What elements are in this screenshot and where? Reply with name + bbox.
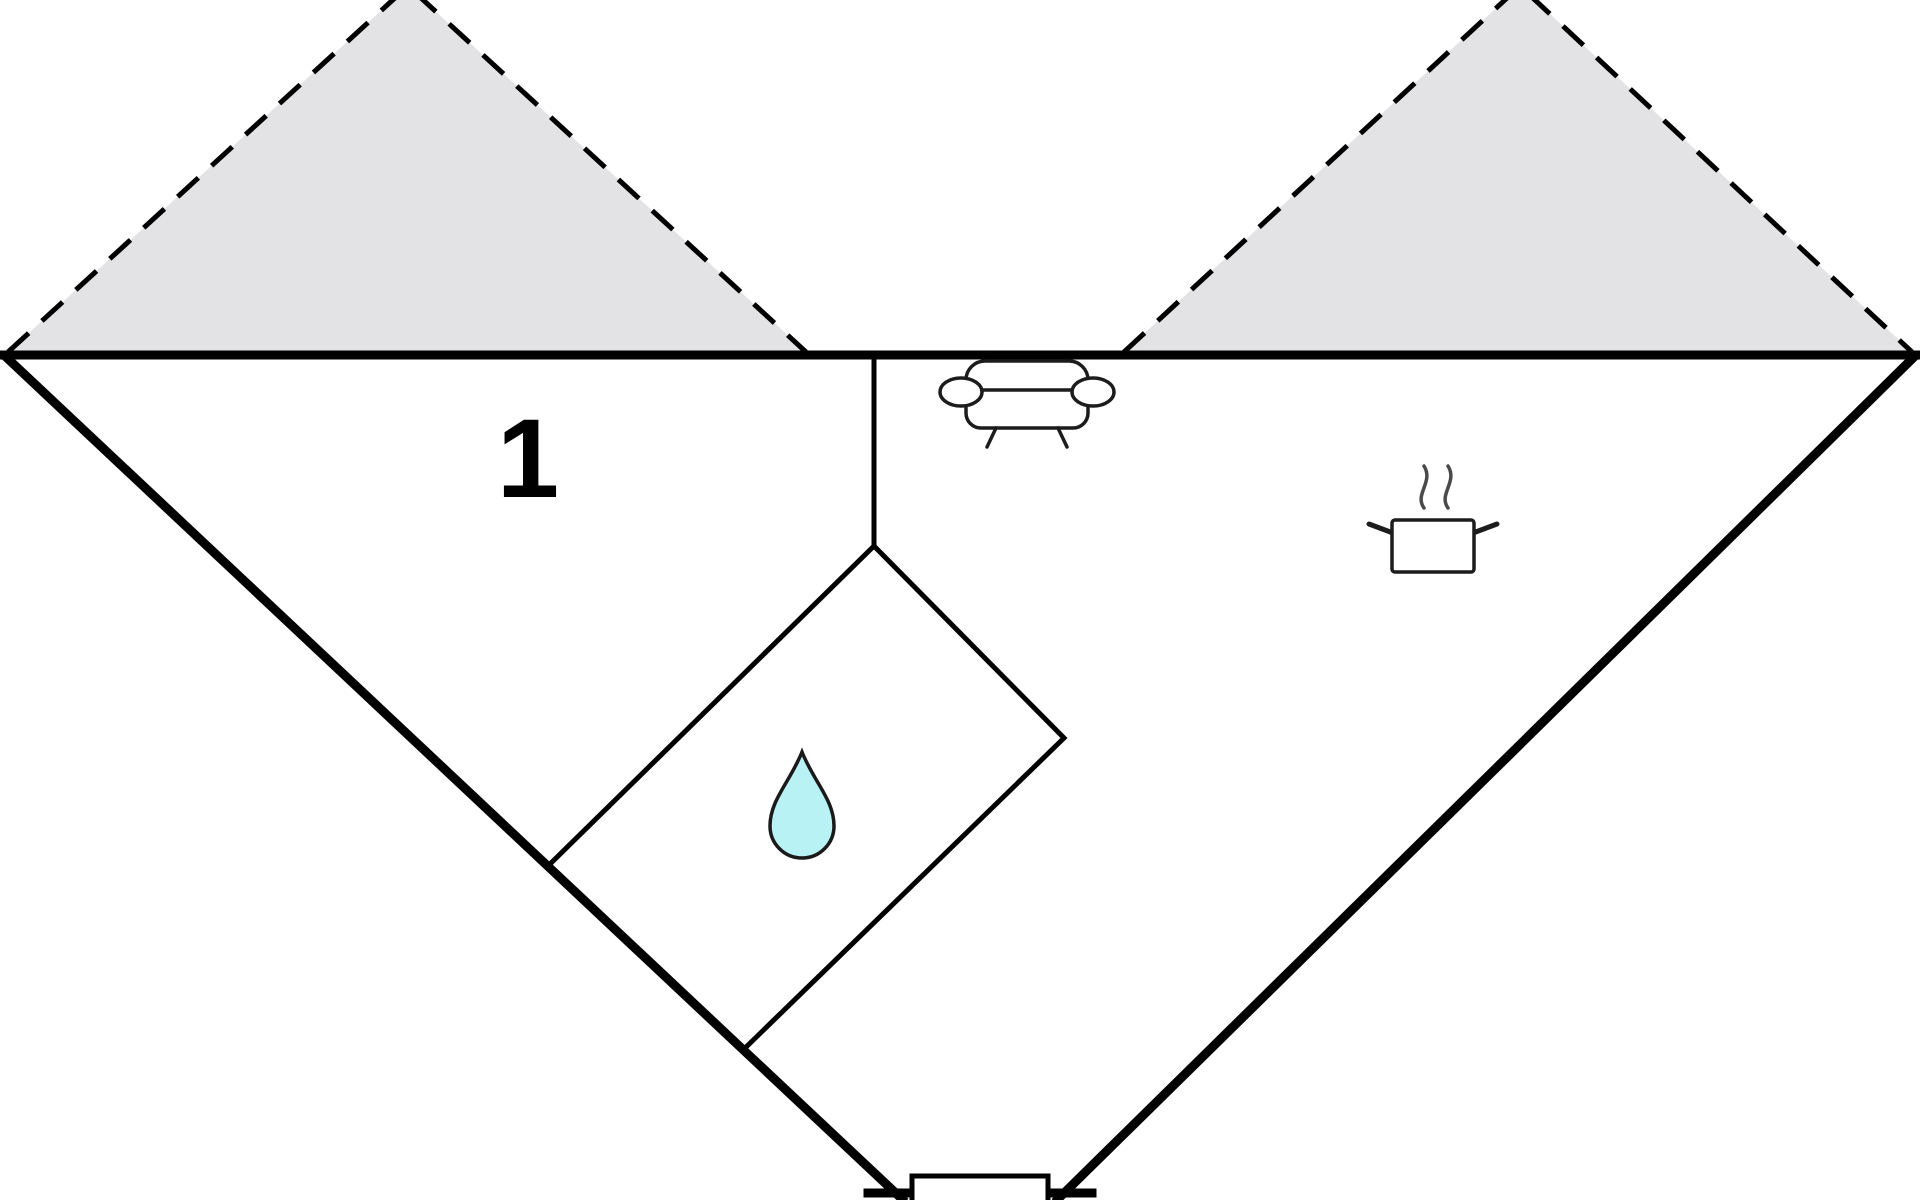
- pot-handle-right: [1470, 521, 1500, 536]
- sofa-seat: [964, 388, 1090, 430]
- water-drop-icon: [768, 747, 836, 860]
- sofa-armrest-left: [938, 376, 984, 408]
- entrance-door: [909, 1173, 1051, 1200]
- outer-wall-right: [1051, 350, 1920, 1200]
- pot-body: [1390, 518, 1476, 574]
- pot-handle-left: [1366, 521, 1396, 536]
- sofa-icon: [938, 359, 1116, 449]
- roof-left-fill: [8, 0, 806, 352]
- steam-wave-right: [1443, 464, 1453, 510]
- roof-right-dashed-edge: [1122, 0, 1914, 354]
- roof-right-fill: [1124, 0, 1912, 352]
- outer-wall-left: [0, 350, 909, 1200]
- sofa-armrest-right: [1070, 376, 1116, 408]
- roof-right: [1122, 0, 1914, 354]
- cooking-pot-icon: [1366, 464, 1500, 574]
- sofa-leg-right: [1056, 426, 1069, 449]
- roof-left: [6, 0, 808, 354]
- room-1-label: 1: [497, 396, 559, 521]
- steam-wave-left: [1419, 464, 1429, 510]
- sofa-leg-left: [985, 426, 998, 449]
